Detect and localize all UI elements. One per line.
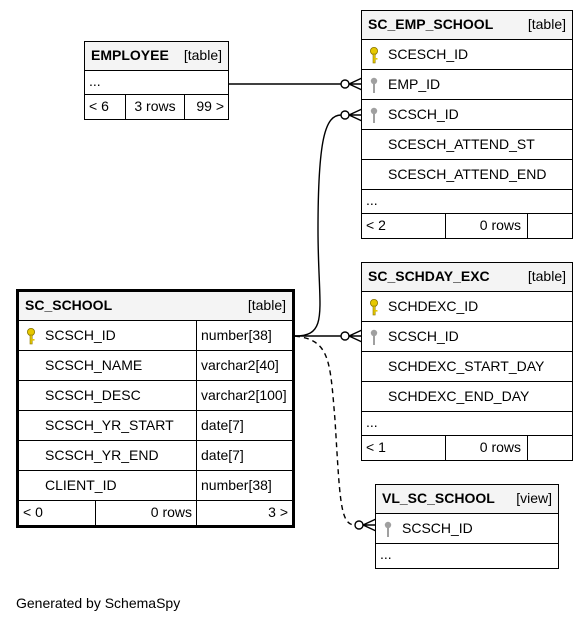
rel-end-circle (340, 110, 350, 120)
column-name: SCSCH_ID (45, 327, 116, 343)
more-columns: ... (362, 412, 572, 436)
more-columns: ... (362, 190, 572, 214)
table-kind: [view] (516, 490, 552, 506)
table-footer: < 1 0 rows (362, 436, 572, 460)
column-name: CLIENT_ID (45, 477, 117, 493)
column-name: SCHDEXC_START_DAY (388, 358, 545, 374)
column-row[interactable]: SCSCH_DESC varchar2[100] (19, 381, 292, 411)
column-type: varchar2[100] (196, 381, 292, 410)
column-row[interactable]: SCHDEXC_START_DAY (362, 352, 572, 382)
rel-end-circle (340, 79, 350, 89)
column-type: date[7] (196, 411, 292, 440)
row-count: 0 rows (445, 214, 527, 238)
column-row[interactable]: SCSCH_YR_END date[7] (19, 441, 292, 471)
more-columns: ... (85, 71, 228, 95)
foreign-key-icon (370, 329, 378, 345)
column-type: varchar2[40] (196, 351, 292, 380)
column-row[interactable]: SCESCH_ATTEND_ST (362, 130, 572, 160)
column-name: SCSCH_NAME (45, 357, 143, 373)
column-name: SCSCH_ID (388, 106, 459, 122)
column-name: SCESCH_ATTEND_END (388, 166, 547, 182)
primary-key-icon (27, 328, 35, 345)
column-row[interactable]: SCESCH_ID (362, 40, 572, 70)
table-kind: [table] (527, 16, 566, 32)
foreign-key-icon (370, 107, 378, 123)
column-name: SCESCH_ATTEND_ST (388, 136, 535, 152)
column-name: SCSCH_ID (402, 520, 473, 536)
view-vl-sc-school[interactable]: VL_SC_SCHOOL [view] SCSCH_ID ... (375, 484, 559, 569)
parents-count[interactable]: < 0 (23, 504, 43, 520)
table-footer: < 2 0 rows (362, 214, 572, 238)
column-name: SCESCH_ID (388, 46, 469, 62)
rel-crowfoot (348, 77, 363, 91)
row-count: 3 rows (125, 95, 184, 119)
column-name: SCSCH_ID (388, 328, 459, 344)
rel-end-circle (340, 331, 350, 341)
primary-key-icon (370, 299, 378, 316)
column-row[interactable]: SCSCH_ID (362, 100, 572, 130)
row-count: 0 rows (445, 436, 527, 460)
table-sc-schday-exc[interactable]: SC_SCHDAY_EXC [table] SCHDEXC_ID SCSCH_I… (361, 262, 573, 461)
column-row[interactable]: EMP_ID (362, 70, 572, 100)
column-type: number[38] (196, 471, 292, 500)
table-header: SC_SCHOOL [table] (19, 292, 292, 321)
column-row[interactable]: SCSCH_NAME varchar2[40] (19, 351, 292, 381)
more-columns: ... (380, 546, 392, 562)
generated-by-label: Generated by SchemaSpy (16, 595, 181, 611)
column-name: SCHDEXC_ID (388, 298, 479, 314)
column-row[interactable]: SCHDEXC_ID (362, 292, 572, 322)
table-name: SC_SCHDAY_EXC (368, 268, 490, 284)
children-count[interactable]: 3 > (196, 501, 292, 525)
column-row[interactable]: SCHDEXC_END_DAY (362, 382, 572, 412)
table-sc-emp-school[interactable]: SC_EMP_SCHOOL [table] SCESCH_ID EMP_ID S… (361, 10, 573, 239)
foreign-key-icon (384, 521, 392, 537)
parents-count[interactable]: < 1 (366, 439, 386, 455)
column-name: SCSCH_YR_END (45, 447, 159, 463)
column-type: number[38] (196, 321, 292, 350)
children-count[interactable] (527, 436, 572, 460)
table-employee[interactable]: EMPLOYEE [table] ... < 6 3 rows 99 > (84, 41, 229, 120)
column-row[interactable]: CLIENT_ID number[38] (19, 471, 292, 501)
column-name: SCSCH_DESC (45, 387, 141, 403)
table-footer: < 6 3 rows 99 > (85, 95, 228, 119)
foreign-key-icon (370, 77, 378, 93)
table-name: EMPLOYEE (91, 47, 169, 63)
table-name: SC_EMP_SCHOOL (368, 16, 494, 32)
column-type: date[7] (196, 441, 292, 470)
column-row[interactable]: SCSCH_YR_START date[7] (19, 411, 292, 441)
rel-school-vl-school (294, 335, 356, 526)
table-header: VL_SC_SCHOOL [view] (376, 485, 558, 514)
column-name: SCHDEXC_END_DAY (388, 388, 530, 404)
primary-key-icon (370, 47, 378, 64)
column-row[interactable]: SCSCH_ID (362, 322, 572, 352)
rel-crowfoot (362, 518, 377, 532)
rel-crowfoot (348, 329, 363, 343)
table-header: SC_SCHDAY_EXC [table] (362, 263, 572, 292)
table-name: SC_SCHOOL (25, 297, 113, 313)
table-header: SC_EMP_SCHOOL [table] (362, 11, 572, 40)
parents-count[interactable]: < 2 (366, 217, 386, 233)
parents-count[interactable]: < 6 (89, 98, 109, 114)
table-kind: [table] (247, 297, 286, 313)
column-row[interactable]: SCSCH_ID (376, 514, 558, 544)
children-count[interactable]: 99 > (184, 95, 228, 119)
column-name: EMP_ID (388, 76, 441, 92)
rel-school-emp-school (294, 114, 342, 337)
table-footer: < 0 0 rows 3 > (19, 501, 292, 525)
table-sc-school[interactable]: SC_SCHOOL [table] SCSCH_ID number[38] SC… (16, 289, 295, 528)
column-name: SCSCH_YR_START (45, 417, 174, 433)
row-count: 0 rows (95, 501, 196, 525)
table-name: VL_SC_SCHOOL (382, 490, 495, 506)
rel-end-circle (354, 520, 364, 530)
children-count[interactable] (527, 214, 572, 238)
table-header: EMPLOYEE [table] (85, 42, 228, 71)
column-row[interactable]: SCSCH_ID number[38] (19, 321, 292, 351)
table-kind: [table] (527, 268, 566, 284)
column-row[interactable]: SCESCH_ATTEND_END (362, 160, 572, 190)
table-kind: [table] (183, 47, 222, 63)
rel-crowfoot (348, 108, 363, 122)
